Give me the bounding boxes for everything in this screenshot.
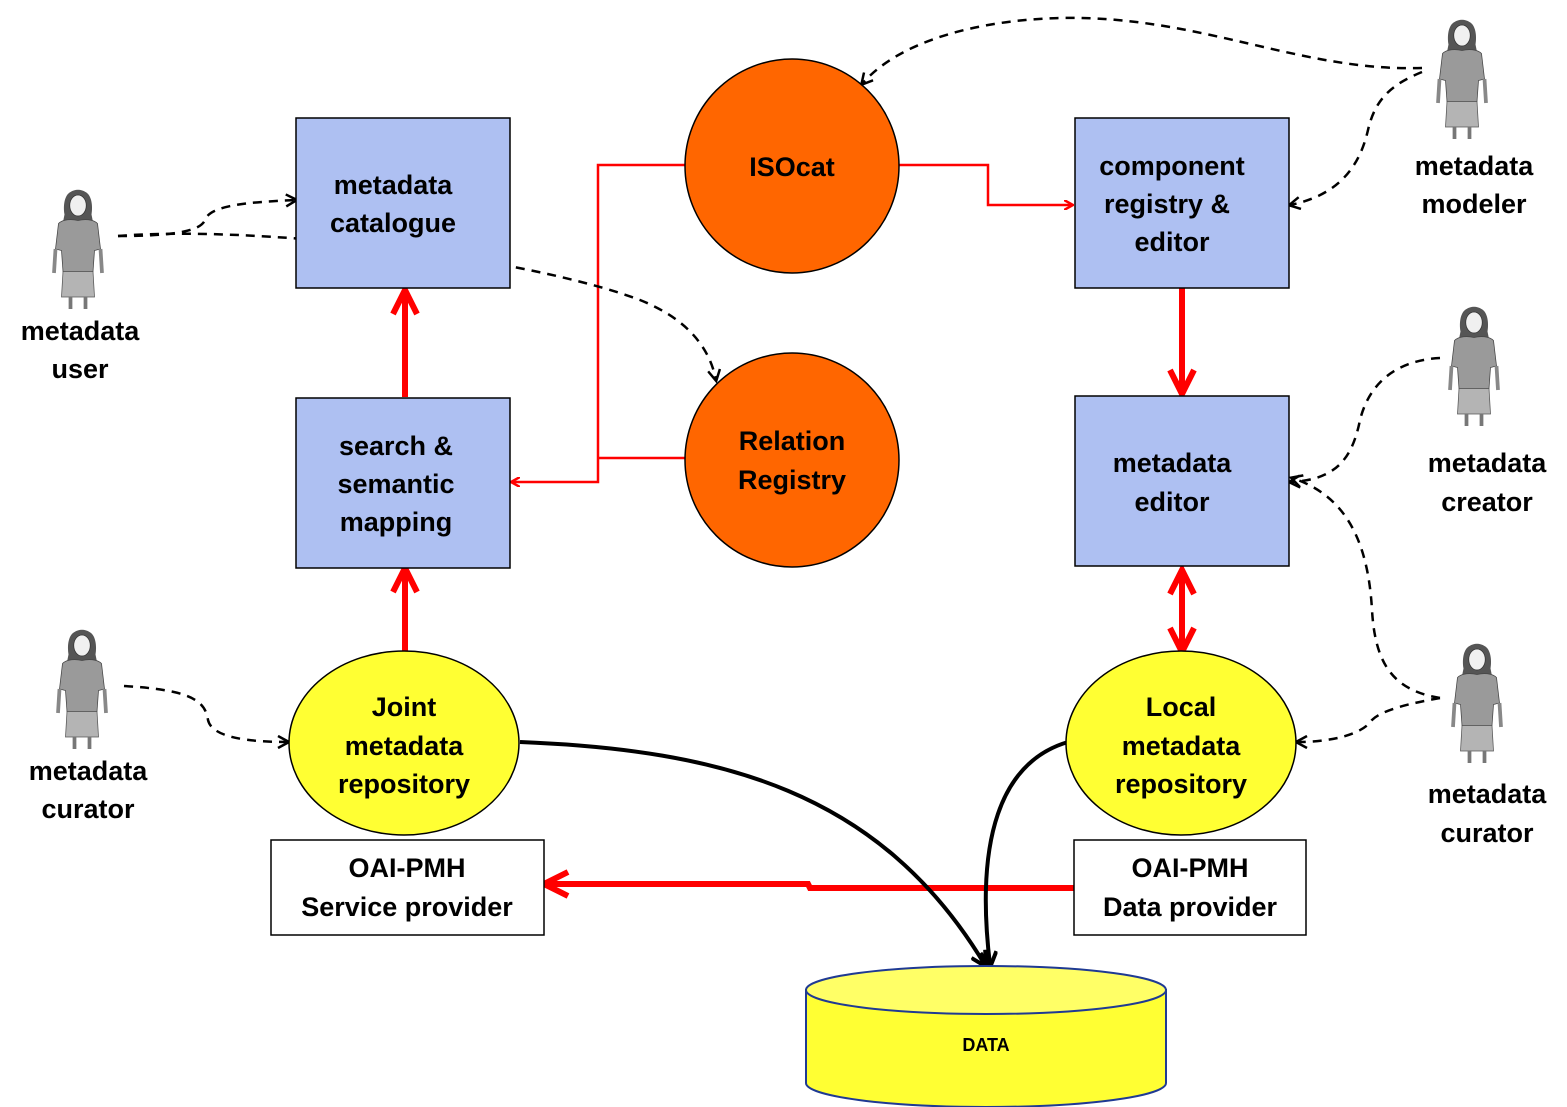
actor-metadata-curator-left: metadata curator — [29, 627, 149, 824]
editor-label-line-1: metadata — [1113, 448, 1233, 478]
data-store-cylinder: DATA — [805, 965, 1167, 1107]
actor-user-label-line-2: user — [51, 354, 109, 384]
metadata-editor-box: metadata editor — [1074, 395, 1290, 567]
edge-user-to-relation-registry — [117, 232, 716, 380]
person-icon — [1451, 641, 1503, 765]
search-label-line-2: semantic — [337, 469, 454, 499]
oai-service-label-line-1: OAI-PMH — [349, 853, 466, 883]
local-metadata-repository-node: Local metadata repository — [1065, 650, 1297, 836]
joint-metadata-repository-node: Joint metadata repository — [288, 650, 520, 836]
actor-curator-left-label-line-1: metadata — [29, 756, 149, 786]
actor-curator-right-label-line-2: curator — [1440, 818, 1534, 848]
metadata-catalogue-box: metadata catalogue — [295, 117, 511, 289]
catalogue-label-line-2: catalogue — [330, 208, 456, 238]
edge-curator-right-to-metadata-editor — [1292, 478, 1441, 700]
edge-modeler-to-isocat — [862, 16, 1423, 84]
actor-creator-label-line-1: metadata — [1428, 448, 1548, 478]
edge-isocat-to-component-registry — [898, 163, 1072, 205]
relation-registry-node: Relation Registry — [684, 352, 900, 568]
actor-creator-label-line-2: creator — [1441, 487, 1533, 517]
oai-data-label-line-1: OAI-PMH — [1132, 853, 1249, 883]
editor-label-line-2: editor — [1134, 487, 1209, 517]
actor-modeler-label-line-1: metadata — [1415, 151, 1535, 181]
component-label-line-2: registry & — [1104, 189, 1230, 219]
edge-user-to-catalogue — [117, 200, 296, 238]
actor-curator-left-label-line-2: curator — [41, 794, 135, 824]
isocat-label: ISOcat — [749, 152, 835, 182]
edge-joint-repo-to-data — [519, 740, 985, 965]
joint-repo-label-line-2: metadata — [345, 731, 465, 761]
oai-data-label-line-2: Data provider — [1103, 892, 1278, 922]
edge-data-provider-to-service-provider — [546, 884, 1074, 888]
relation-label-line-1: Relation — [739, 426, 846, 456]
person-icon — [1436, 17, 1488, 141]
data-store-label: DATA — [962, 1035, 1009, 1055]
actor-curator-right-label-line-1: metadata — [1428, 779, 1548, 809]
actor-metadata-curator-right: metadata curator — [1428, 641, 1548, 848]
oai-service-label-line-2: Service provider — [301, 892, 513, 922]
local-repo-label-line-3: repository — [1115, 769, 1247, 799]
actor-user-label-line-1: metadata — [21, 316, 141, 346]
actor-metadata-modeler: metadata modeler — [1415, 17, 1535, 219]
search-semantic-mapping-box: search & semantic mapping — [295, 397, 511, 569]
relation-label-line-2: Registry — [738, 465, 846, 495]
edge-curator-right-to-local-repo — [1297, 696, 1441, 742]
component-label-line-3: editor — [1134, 227, 1209, 257]
person-icon — [1448, 304, 1500, 428]
person-icon — [56, 627, 108, 751]
edge-curator-left-to-joint-repo — [123, 684, 288, 742]
component-registry-editor-box: component registry & editor — [1074, 117, 1290, 289]
isocat-node: ISOcat — [684, 58, 900, 274]
catalogue-label-line-1: metadata — [334, 170, 454, 200]
joint-repo-label-line-1: Joint — [372, 692, 437, 722]
search-label-line-3: mapping — [340, 507, 453, 537]
actor-metadata-creator: metadata creator — [1428, 304, 1548, 517]
actor-metadata-user: metadata user — [21, 187, 141, 384]
component-label-line-1: component — [1099, 151, 1245, 181]
edge-isocat-to-search — [512, 163, 685, 482]
search-label-line-1: search & — [339, 431, 453, 461]
local-repo-label-line-2: metadata — [1122, 731, 1242, 761]
joint-repo-label-line-3: repository — [338, 769, 470, 799]
oai-data-provider-box: OAI-PMH Data provider — [1073, 839, 1307, 936]
person-icon — [52, 187, 104, 311]
edge-creator-to-metadata-editor — [1290, 356, 1441, 482]
actor-modeler-label-line-2: modeler — [1421, 189, 1527, 219]
edge-modeler-to-component-registry — [1290, 70, 1423, 205]
oai-service-provider-box: OAI-PMH Service provider — [270, 839, 545, 936]
local-repo-label-line-1: Local — [1146, 692, 1217, 722]
edge-local-repo-to-data — [986, 740, 1069, 965]
